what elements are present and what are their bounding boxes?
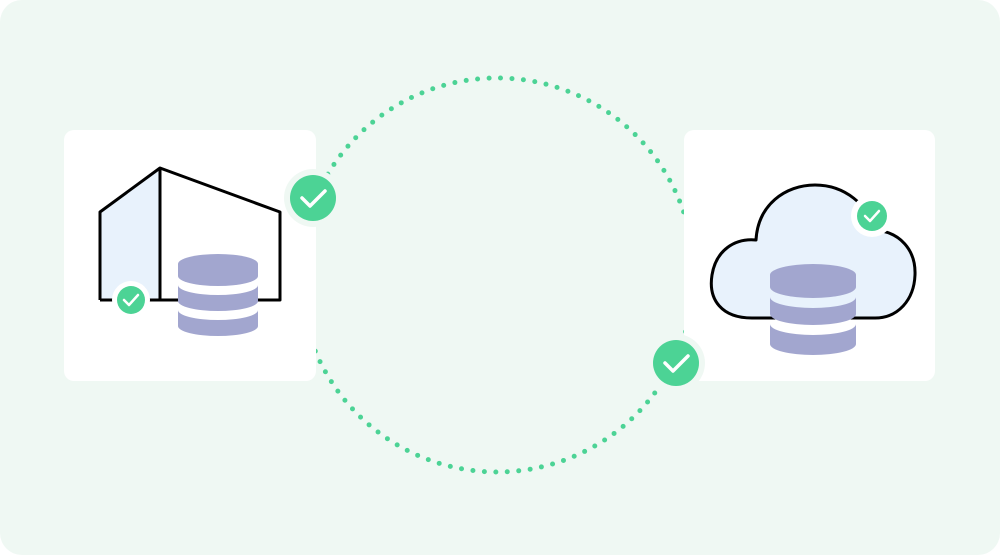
database-icon — [770, 264, 856, 355]
cloud-card — [684, 130, 935, 381]
dotted-connection-ring — [297, 75, 697, 475]
check-icon — [647, 334, 705, 392]
database-icon — [178, 254, 258, 336]
check-icon — [284, 169, 342, 227]
check-icon — [851, 195, 893, 237]
check-icon — [112, 281, 150, 319]
on-premise-card — [64, 130, 316, 381]
